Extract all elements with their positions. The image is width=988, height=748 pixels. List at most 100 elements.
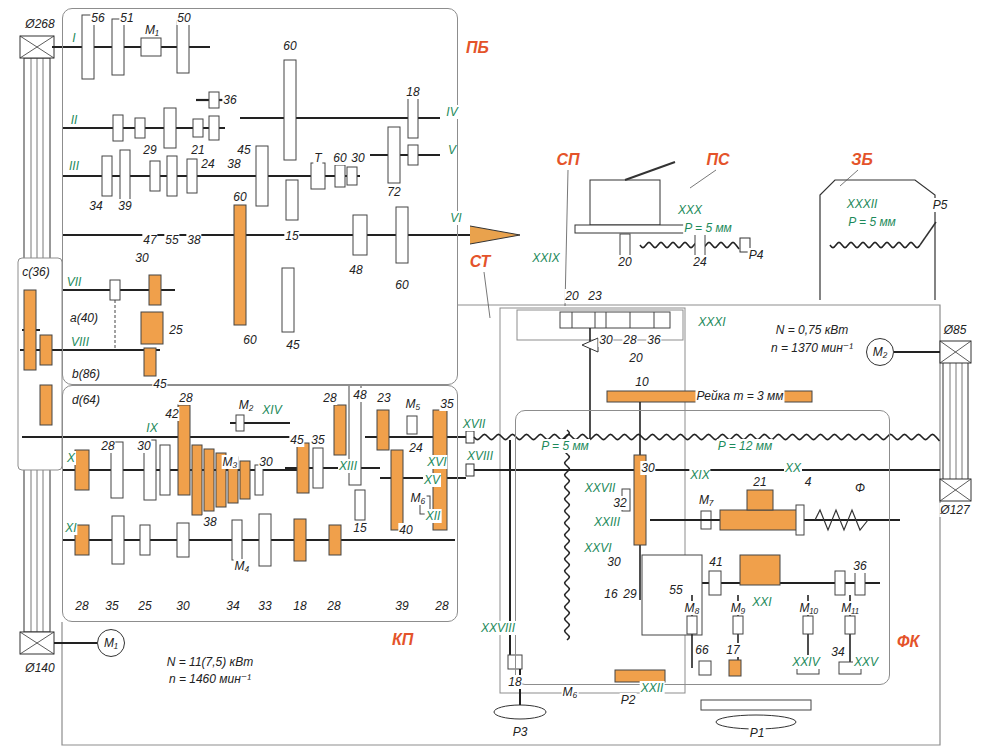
pulley-symbol	[940, 479, 971, 501]
part-number: 36	[222, 93, 237, 107]
part-number: c(36)	[21, 265, 50, 279]
part-number: Рейка m = 3 мм	[695, 389, 784, 403]
shaft-line	[565, 170, 568, 306]
gear-symbol	[234, 205, 246, 325]
gear-symbol	[102, 156, 112, 196]
shaft-line	[484, 272, 490, 318]
part-number: M₉	[730, 601, 747, 615]
spec-note: n = 1370 мин⁻¹	[770, 341, 854, 355]
part-number: 32	[612, 496, 627, 510]
part-number: 45	[285, 338, 300, 352]
gear-symbol	[313, 448, 323, 488]
part-number: 47	[142, 233, 157, 247]
gear-symbol	[236, 415, 244, 431]
gear-symbol	[695, 234, 705, 256]
shaft-number: VI	[449, 211, 462, 225]
part-number: 30	[606, 555, 621, 569]
screw-thread	[565, 430, 570, 640]
part-number: d(64)	[71, 393, 101, 407]
part-number: 45	[289, 433, 304, 447]
part-number: 34	[88, 199, 103, 213]
gear-symbol	[112, 516, 124, 564]
part-number: T	[313, 151, 322, 165]
gear-symbol	[110, 280, 120, 300]
part-number: M₈	[683, 601, 700, 615]
gear-symbol	[355, 490, 365, 520]
part-number: 15	[352, 521, 367, 535]
part-number: 66	[694, 643, 709, 657]
gear-symbol	[835, 571, 845, 595]
gear-symbol	[803, 616, 813, 634]
shaft-line	[625, 162, 675, 180]
gear-symbol	[286, 180, 298, 220]
spring	[815, 510, 868, 530]
gear-symbol	[177, 523, 189, 557]
shaft-line	[20, 36, 54, 58]
shaft-line	[840, 170, 858, 186]
shaft-number: XXI	[751, 595, 772, 609]
part-number: 30	[136, 439, 151, 453]
shaft-number: XI	[64, 521, 77, 535]
part-number: 25	[137, 599, 152, 613]
unit-title: M₁	[104, 636, 118, 650]
spindle-center	[470, 226, 520, 244]
spec-note: n = 1460 мин⁻¹	[168, 672, 252, 686]
gear-symbol	[740, 555, 780, 585]
gear-symbol	[353, 215, 367, 255]
part-number: Ø268	[24, 17, 55, 31]
part-number: 34	[830, 645, 845, 659]
part-number: 30	[258, 455, 273, 469]
gear-symbol	[24, 290, 36, 370]
shaft-line	[595, 312, 596, 328]
part-number: 10	[634, 375, 649, 389]
part-number: 35	[310, 433, 325, 447]
gear-symbol	[112, 19, 124, 75]
part-number: 48	[348, 263, 363, 277]
spec-note: N = 11(7,5) кВт	[166, 655, 254, 669]
part-number: 30	[640, 461, 655, 475]
gear-symbol	[144, 348, 156, 376]
part-number: 45	[152, 377, 167, 391]
gear-symbol	[388, 127, 400, 183]
gear-symbol	[334, 405, 346, 455]
gear-symbol	[311, 163, 325, 189]
part-number: 30	[598, 333, 613, 347]
part-number: 28	[74, 599, 89, 613]
part-number: M₆	[562, 685, 579, 699]
part-number: 30	[350, 151, 365, 165]
shaft-number: XXXI	[697, 315, 726, 329]
gear-symbol	[141, 38, 161, 56]
part-number: 38	[186, 233, 201, 247]
gear-symbol	[113, 115, 123, 141]
part-number: 18	[405, 85, 420, 99]
gear-symbol	[160, 445, 170, 495]
gear-symbol	[329, 525, 341, 555]
shaft-number: XV	[423, 473, 441, 487]
part-number: 56	[90, 11, 105, 25]
gear-symbol	[855, 571, 865, 595]
part-number: Ø127	[939, 503, 970, 517]
gear-symbol	[209, 116, 219, 140]
belt	[943, 352, 968, 490]
gear-symbol	[187, 159, 197, 193]
shaft-number: VII	[66, 275, 83, 289]
part-number: M₁₀	[799, 601, 820, 615]
part-number: 28	[622, 333, 637, 347]
gear-symbol	[177, 21, 189, 73]
part-number: 28	[326, 599, 341, 613]
gear-symbol	[40, 335, 52, 365]
part-number: M₆	[410, 491, 427, 505]
part-number: 20	[628, 351, 643, 365]
gear-symbol	[407, 416, 417, 434]
coupling	[466, 464, 474, 476]
shaft-line	[962, 352, 963, 490]
gear-symbol	[164, 108, 176, 148]
part-number: Ø85	[943, 323, 968, 337]
part-number: 20	[564, 289, 579, 303]
gear-symbol	[193, 119, 203, 137]
coupling	[466, 431, 474, 443]
part-number: 34	[225, 599, 240, 613]
shaft-line	[572, 312, 573, 328]
shaft-number: XXIX	[531, 251, 560, 265]
gear-symbol	[282, 268, 294, 332]
